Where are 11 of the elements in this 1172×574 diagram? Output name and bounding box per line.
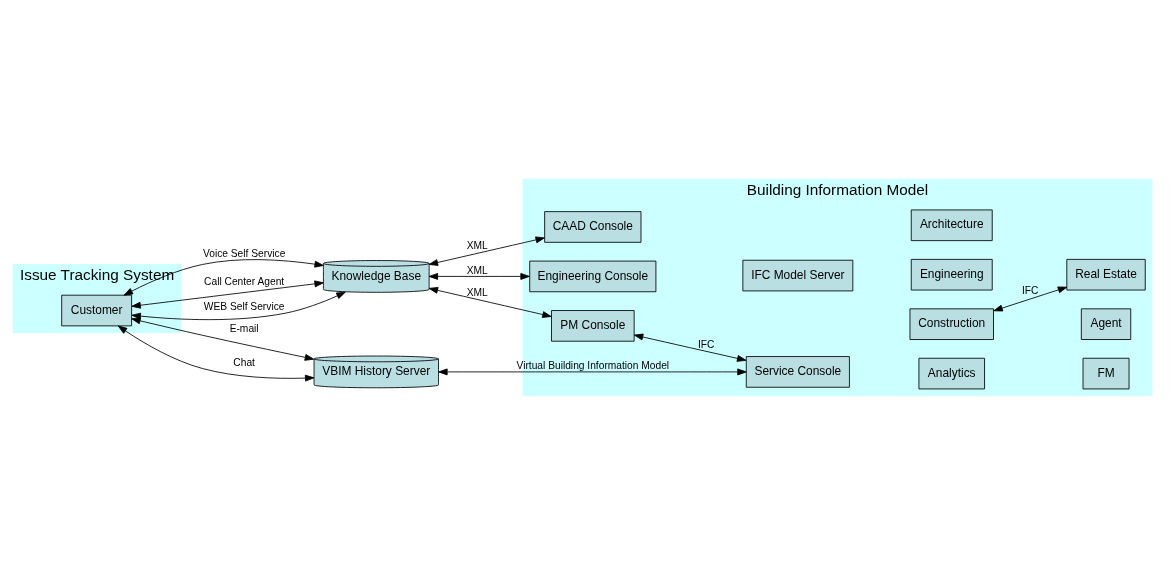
edge-label: XML: [466, 286, 488, 298]
edge-label: XML: [466, 264, 488, 276]
edge-label: E-mail: [229, 322, 259, 334]
edge-label: Virtual Building Information Model: [516, 359, 670, 371]
edge-label: Chat: [233, 356, 255, 368]
edge-label: Call Center Agent: [204, 275, 285, 287]
edge-label: Voice Self Service: [202, 247, 286, 259]
edge-label: IFC: [1021, 284, 1039, 296]
edge-label: XML: [466, 239, 488, 251]
edge-label: WEB Self Service: [203, 300, 285, 312]
edge-label: IFC: [697, 338, 715, 350]
